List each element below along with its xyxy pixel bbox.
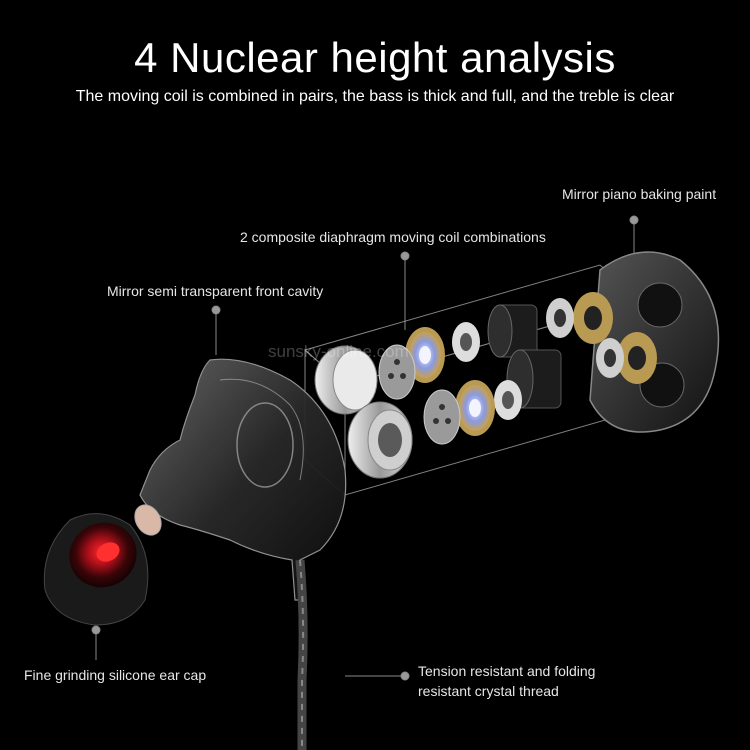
driver-plate-lower	[423, 389, 461, 445]
watermark: sunsky-online.com	[268, 342, 409, 361]
callout-mirror-piano-baking-paint: Mirror piano baking paint	[562, 186, 717, 202]
page-title: 4 Nuclear height analysis	[134, 34, 616, 81]
silicone-ear-cap	[43, 513, 149, 626]
silver-ring-upper	[546, 298, 574, 338]
callout-crystal-thread-line1: Tension resistant and folding	[418, 663, 596, 679]
driver-plate-upper	[378, 344, 416, 400]
gold-ring-lower	[617, 332, 657, 384]
callout-composite-diaphragm: 2 composite diaphragm moving coil combin…	[240, 229, 546, 245]
dynamic-driver-lower	[455, 380, 495, 436]
silver-disc-upper	[452, 322, 480, 362]
callout-lines	[91, 215, 639, 681]
mirror-piano-back-cover	[589, 251, 720, 433]
silver-disc-lower	[494, 380, 522, 420]
callout-crystal-thread: Tension resistant and folding resistant …	[418, 661, 595, 701]
callout-front-cavity: Mirror semi transparent front cavity	[107, 283, 324, 299]
callout-crystal-thread-line2: resistant crystal thread	[418, 683, 559, 699]
gold-ring-upper	[573, 292, 613, 344]
callout-ear-cap: Fine grinding silicone ear cap	[24, 667, 207, 683]
black-cylinder-upper	[487, 304, 538, 358]
silver-ring-front-upper	[314, 345, 378, 415]
crystal-thread-cable	[295, 559, 308, 750]
front-cavity-shell	[139, 358, 347, 601]
mesh-filter	[134, 504, 162, 536]
silver-ring-lower	[596, 338, 624, 378]
silver-ring-front-lower	[347, 401, 413, 479]
page-subtitle: The moving coil is combined in pairs, th…	[75, 88, 675, 105]
